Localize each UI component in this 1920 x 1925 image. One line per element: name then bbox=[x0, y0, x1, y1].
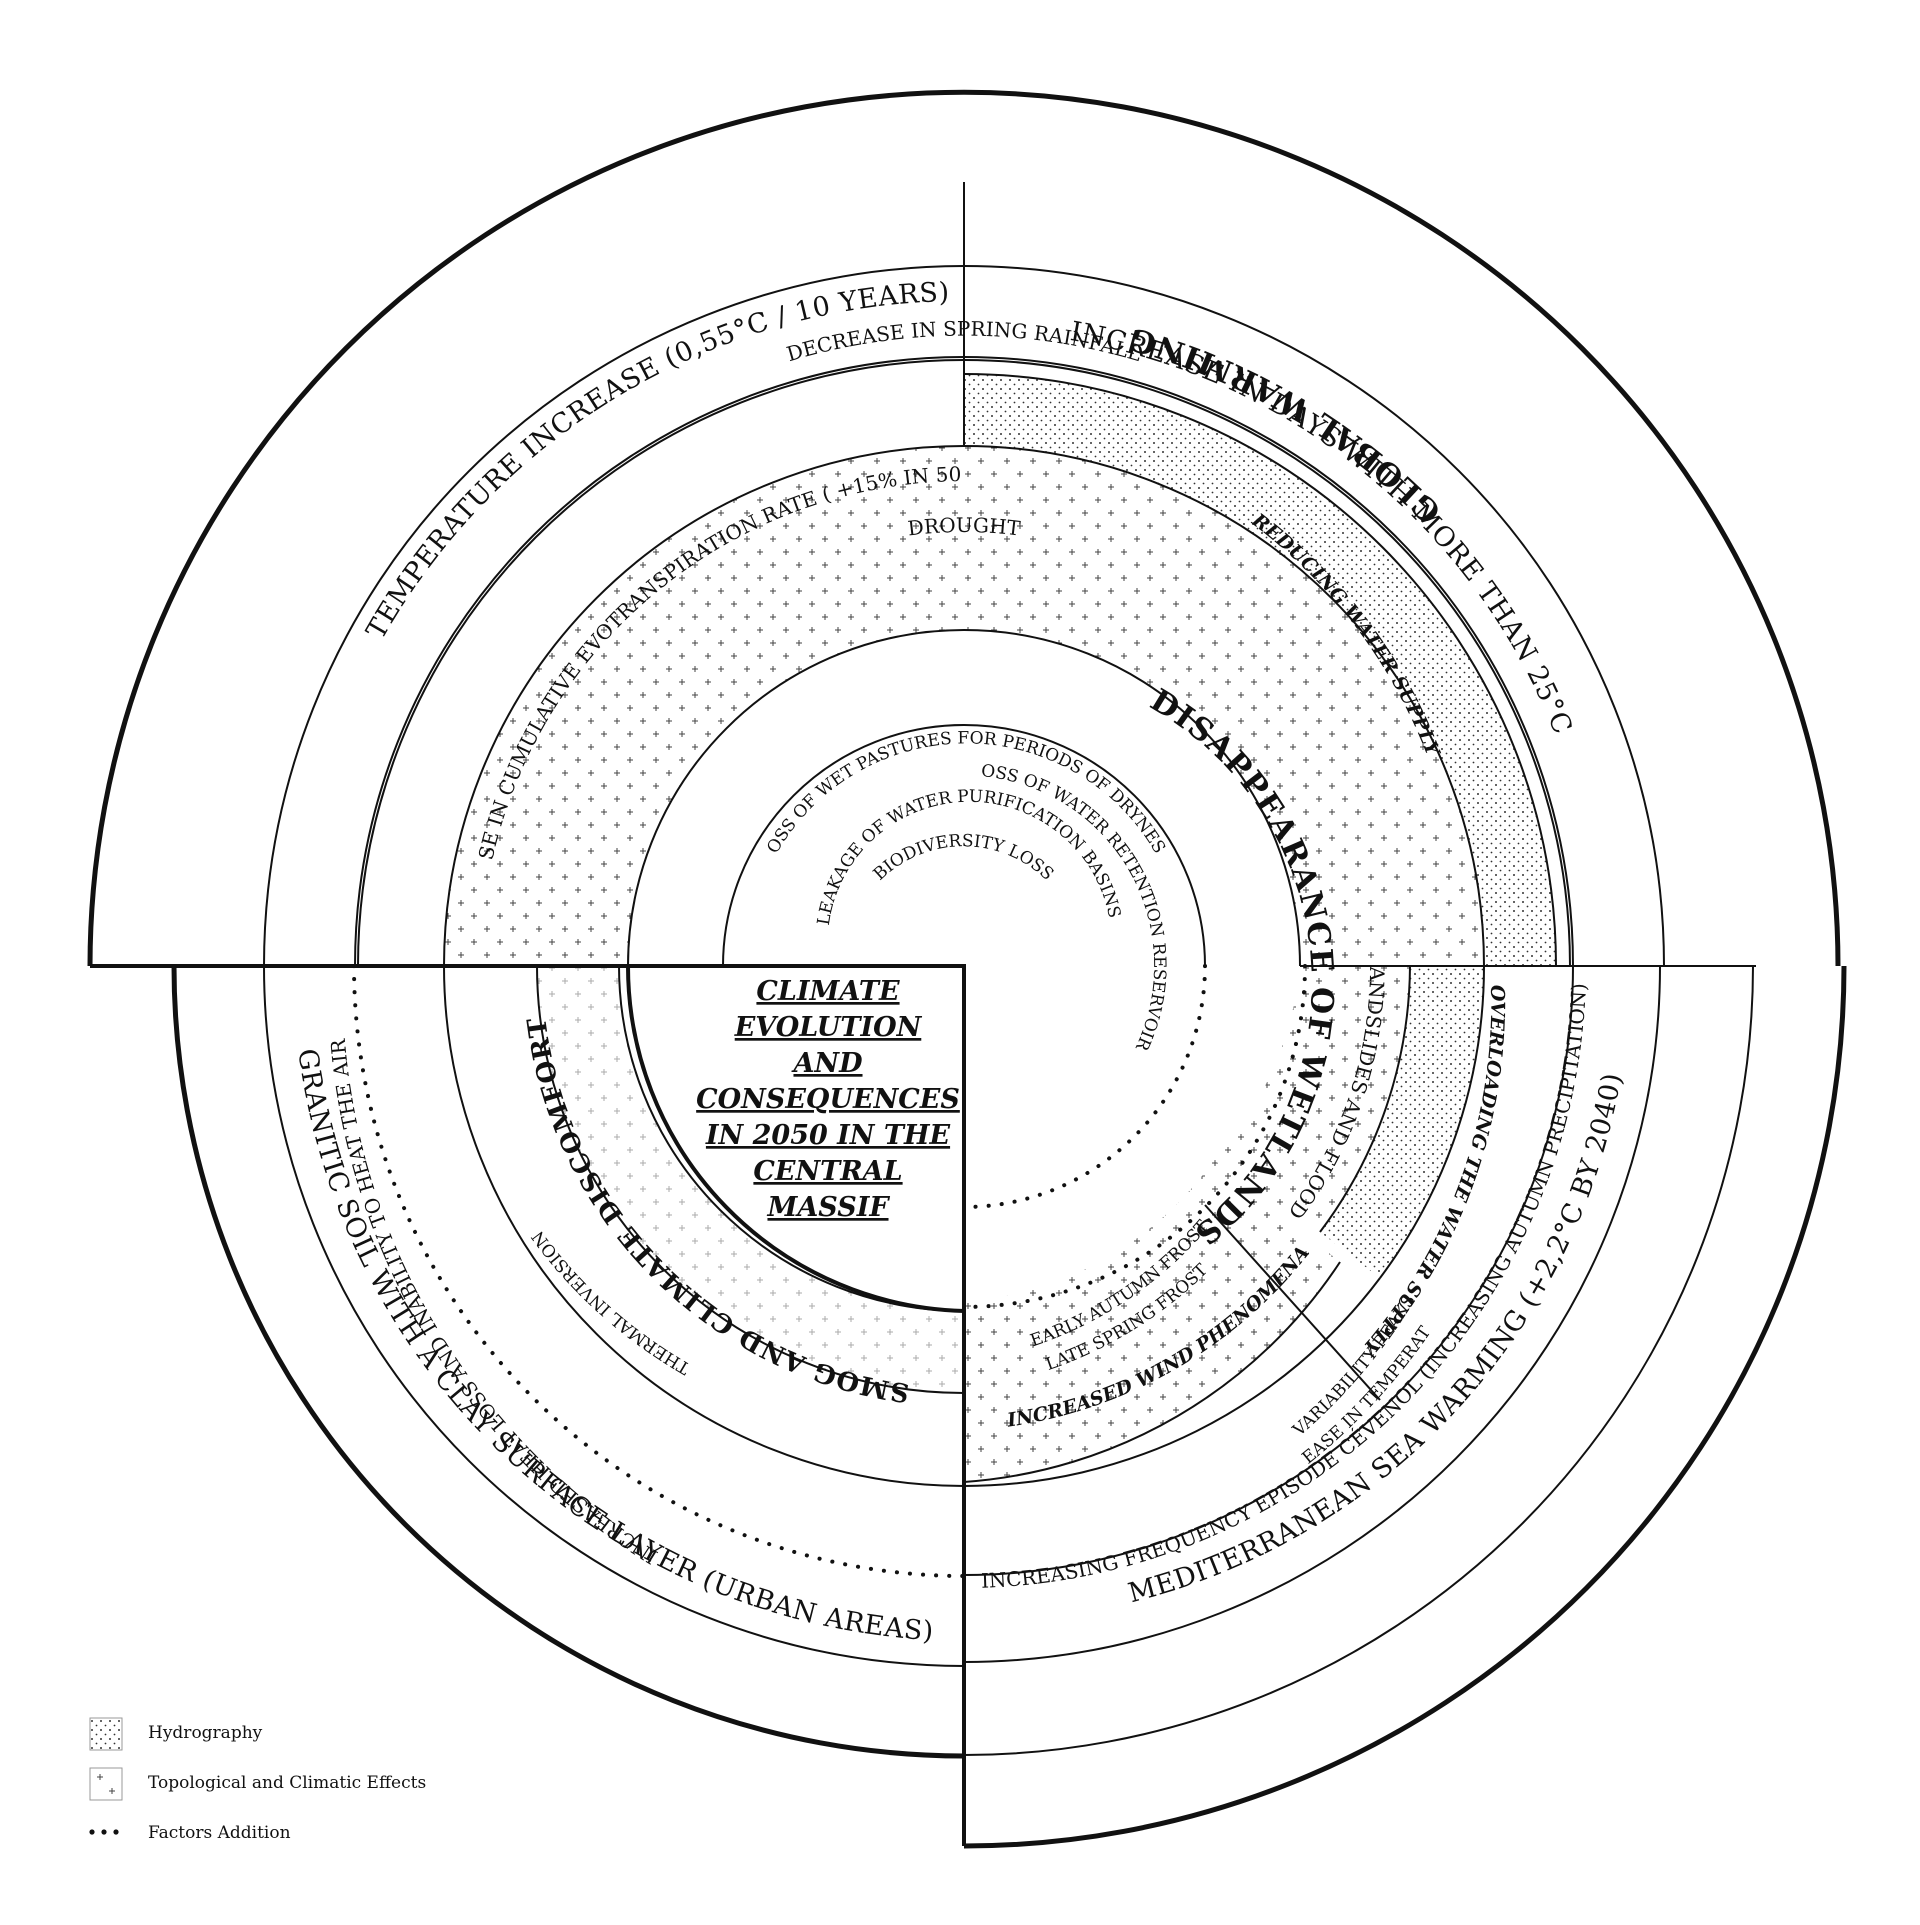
center-title: CLIMATE EVOLUTION AND CONSEQUENCES IN 20… bbox=[696, 976, 960, 1223]
center-title-line: IN 2050 IN THE bbox=[705, 1120, 951, 1151]
factors-dotted-inner bbox=[962, 964, 1207, 1209]
outer-ring-b bbox=[171, 965, 965, 1759]
outer-ring-a bbox=[87, 89, 1841, 967]
legend-label-factors: Factors Addition bbox=[148, 1823, 291, 1843]
label-drought: DROUGHT bbox=[906, 513, 1022, 541]
ring-right-outer bbox=[963, 965, 1754, 1756]
label-biodiversity: BIODIVERSITY LOSS bbox=[870, 831, 1058, 885]
center-title-line: CONSEQUENCES bbox=[696, 1084, 960, 1115]
legend-swatch-hydrography bbox=[89, 1717, 123, 1751]
center-quadrant bbox=[626, 964, 966, 1314]
divider-diag bbox=[1204, 1204, 1381, 1401]
topo-band-smog bbox=[537, 966, 964, 1393]
ring-rl-2 bbox=[1319, 965, 1411, 1233]
ring-left-3 bbox=[443, 965, 965, 1487]
ring-rl-1 bbox=[1379, 965, 1485, 1279]
topo-band-lower bbox=[964, 1160, 1340, 1482]
ring-left-2 bbox=[263, 965, 965, 1667]
legend-plus-icon bbox=[97, 1774, 115, 1794]
center-title-line: AND bbox=[790, 1048, 863, 1079]
center-title-line: CLIMATE bbox=[756, 976, 900, 1007]
ring-right-inner bbox=[963, 965, 1574, 1576]
legend-label-topological: Topological and Climatic Effects bbox=[148, 1773, 426, 1793]
factors-dotted-mid bbox=[962, 964, 1307, 1309]
hydro-band-upper bbox=[964, 374, 1556, 966]
ring-right-mid bbox=[963, 965, 1661, 1663]
legend-dots-icon bbox=[89, 1829, 119, 1835]
ring-rl-3 bbox=[963, 1277, 1381, 1487]
legend-label-hydrography: Hydrography bbox=[148, 1723, 263, 1743]
outer-ring-c bbox=[963, 965, 1847, 1849]
ring-topo-inner bbox=[627, 629, 1301, 967]
topo-band-upper bbox=[444, 446, 1484, 966]
center-title-line: MASSIF bbox=[766, 1192, 890, 1223]
factors-dotted-left bbox=[352, 964, 966, 1578]
label-evotranspiration: INCREASE IN CUMULATIVE EVOTRANSPIRATION … bbox=[0, 0, 962, 862]
ring-hydro-outer bbox=[963, 373, 1557, 967]
legend-swatch-topological bbox=[89, 1767, 123, 1801]
hydro-band-lower bbox=[1320, 966, 1484, 1278]
center-title-line: CENTRAL bbox=[753, 1156, 902, 1187]
ring-wetland-inner bbox=[722, 724, 1206, 967]
ring-left-4 bbox=[536, 965, 965, 1394]
center-title-line: EVOLUTION bbox=[734, 1012, 923, 1043]
legend: Hydrography Topological and Climatic Eff… bbox=[89, 1717, 426, 1843]
